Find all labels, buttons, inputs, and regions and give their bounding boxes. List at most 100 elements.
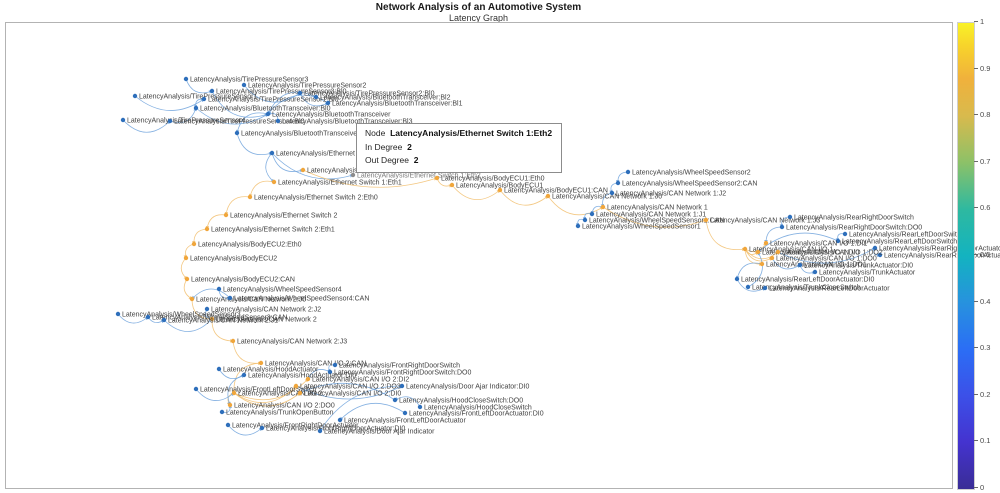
graph-node-label: LatencyAnalysis/BodyECU1:Eth0 (441, 176, 545, 183)
graph-node[interactable] (231, 390, 237, 396)
plot-area[interactable] (5, 22, 953, 489)
graph-node[interactable] (191, 241, 197, 247)
graph-node[interactable] (189, 296, 195, 302)
graph-node[interactable] (332, 362, 338, 368)
graph-node-label: LatencyAnalysis/TrunkOpenButton (226, 410, 334, 417)
graph-node-label: LatencyAnalysis/CAN Network 1 (607, 205, 708, 212)
graph-node[interactable] (269, 150, 275, 156)
graph-node[interactable] (275, 118, 281, 124)
graph-node[interactable] (300, 167, 306, 173)
graph-node[interactable] (265, 111, 271, 117)
graph-node[interactable] (167, 118, 173, 124)
graph-node[interactable] (313, 94, 319, 100)
graph-node[interactable] (216, 286, 222, 292)
graph-node[interactable] (402, 410, 408, 416)
graph-node[interactable] (769, 255, 775, 261)
graph-node[interactable] (184, 276, 190, 282)
graph-node[interactable] (209, 88, 215, 94)
graph-node[interactable] (615, 180, 621, 186)
graph-edge (248, 180, 275, 198)
graph-node-label: LatencyAnalysis/RearLeftDoorActuator (769, 286, 890, 293)
graph-node[interactable] (337, 417, 343, 423)
graph-node[interactable] (297, 90, 303, 96)
graph-node[interactable] (449, 182, 455, 188)
graph-node[interactable] (201, 96, 207, 102)
graph-node[interactable] (305, 376, 311, 382)
graph-node[interactable] (193, 386, 199, 392)
graph-edge (195, 107, 269, 125)
graph-edge (211, 90, 269, 118)
graph-node[interactable] (835, 238, 841, 244)
graph-node[interactable] (734, 276, 740, 282)
graph-node[interactable] (755, 249, 761, 255)
graph-node[interactable] (763, 240, 769, 246)
graph-node[interactable] (775, 249, 781, 255)
graph-node[interactable] (392, 397, 398, 403)
graph-node[interactable] (762, 285, 768, 291)
graph-node[interactable] (183, 255, 189, 261)
graph-edge (499, 189, 549, 206)
graph-node[interactable] (183, 76, 189, 82)
graph-node[interactable] (227, 295, 233, 301)
graph-node-label: LatencyAnalysis/WheelSpeedSensor3:CAN (152, 315, 287, 322)
graph-node[interactable] (161, 317, 167, 323)
graph-node[interactable] (132, 93, 138, 99)
graph-edge (771, 257, 801, 270)
graph-node[interactable] (325, 100, 331, 106)
graph-node[interactable] (223, 212, 229, 218)
graph-node[interactable] (193, 105, 199, 111)
graph-node[interactable] (625, 169, 631, 175)
graph-node[interactable] (759, 261, 765, 267)
graph-node[interactable] (812, 269, 818, 275)
graph-node[interactable] (703, 217, 709, 223)
graph-node-label: LatencyAnalysis/BluetoothTransceiver:Bl4 (241, 131, 372, 138)
graph-node[interactable] (589, 211, 595, 217)
graph-node[interactable] (872, 245, 878, 251)
graph-node[interactable] (842, 231, 848, 237)
graph-node[interactable] (779, 224, 785, 230)
graph-node[interactable] (230, 338, 236, 344)
graph-node[interactable] (115, 311, 121, 317)
graph-node[interactable] (399, 383, 405, 389)
graph-node[interactable] (241, 372, 247, 378)
graph-edge (744, 248, 763, 266)
graph-node[interactable] (225, 422, 231, 428)
graph-node[interactable] (317, 428, 323, 434)
graph-node[interactable] (145, 314, 151, 320)
graph-node[interactable] (742, 246, 748, 252)
graph-node[interactable] (227, 402, 233, 408)
graph-node[interactable] (797, 262, 803, 268)
graph-node[interactable] (120, 117, 126, 123)
graph-node[interactable] (204, 306, 210, 312)
graph-node[interactable] (209, 316, 215, 322)
graph-node[interactable] (241, 82, 247, 88)
graph-node[interactable] (877, 252, 883, 258)
graph-node[interactable] (350, 172, 356, 178)
graph-edge (602, 206, 707, 228)
datatip[interactable]: Node LatencyAnalysis/Ethernet Switch 1:E… (356, 123, 563, 173)
graph-node[interactable] (219, 409, 225, 415)
graph-node[interactable] (417, 404, 423, 410)
graph-node[interactable] (745, 284, 751, 290)
graph-node[interactable] (497, 187, 503, 193)
graph-node[interactable] (434, 175, 440, 181)
graph-node-label: LatencyAnalysis/TirePressureSensor4:Bl0 (174, 119, 305, 126)
graph-edge (122, 119, 171, 133)
graph-node[interactable] (216, 366, 222, 372)
graph-node[interactable] (247, 194, 253, 200)
graph-node[interactable] (327, 369, 333, 375)
graph-node[interactable] (271, 179, 277, 185)
graph-node[interactable] (545, 193, 551, 199)
graph-node[interactable] (258, 360, 264, 366)
graph-node[interactable] (575, 223, 581, 229)
graph-node[interactable] (204, 226, 210, 232)
graph-node[interactable] (297, 390, 303, 396)
graph-node[interactable] (609, 190, 615, 196)
graph-node[interactable] (787, 214, 793, 220)
graph-node[interactable] (234, 130, 240, 136)
graph-node[interactable] (293, 383, 299, 389)
graph-node[interactable] (600, 204, 606, 210)
graph-node[interactable] (582, 217, 588, 223)
graph-node[interactable] (259, 425, 265, 431)
